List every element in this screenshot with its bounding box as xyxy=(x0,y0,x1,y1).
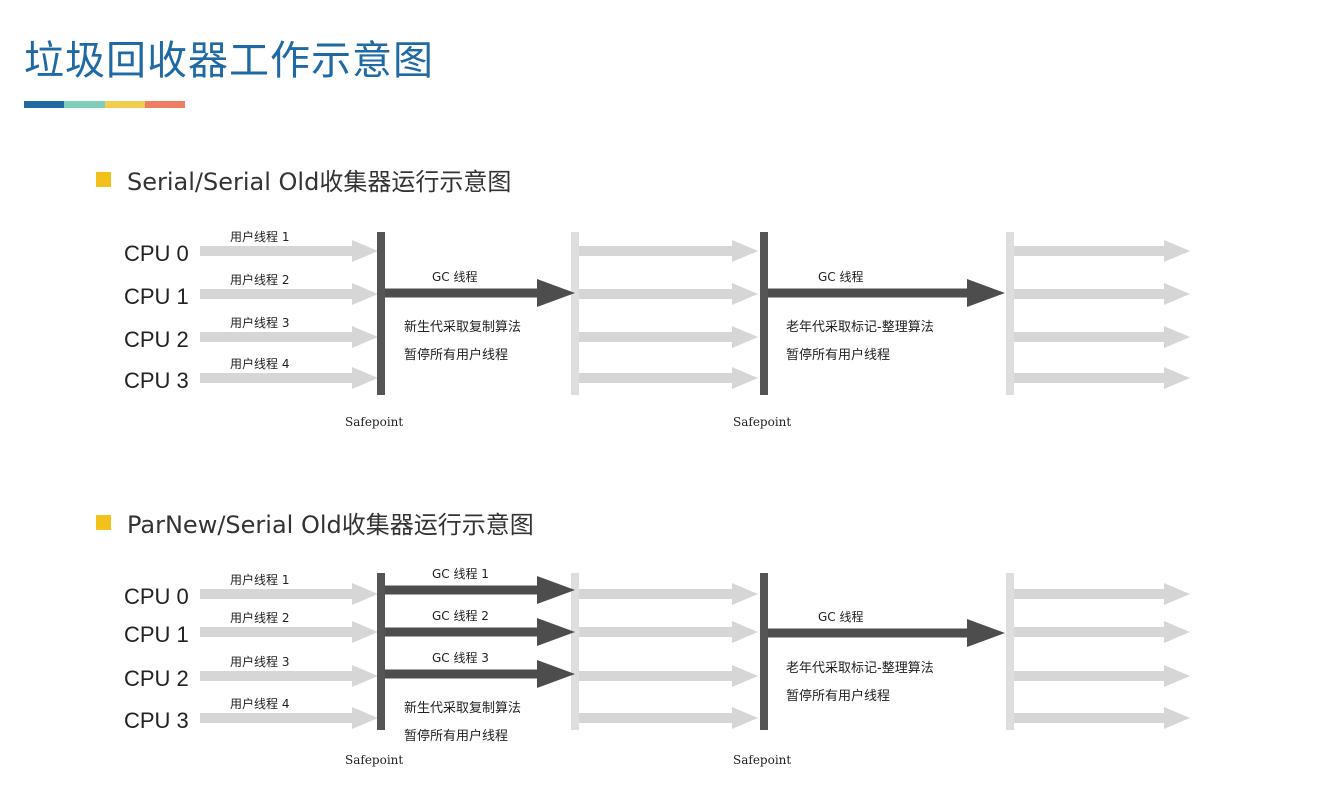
gc-thread-label: GC 线程 xyxy=(818,269,864,284)
parnew-diagram-svg: CPU 0 用户线程 1 CPU 1 用户线程 2 CPU 2 用户线程 3 CPU 3 用户… xyxy=(124,566,1190,767)
cpu-label: CPU 1 xyxy=(124,284,189,309)
accent-segment xyxy=(64,101,105,108)
phase1-note: 新生代采取复制算法 xyxy=(404,700,521,716)
serial-old-diagram: CPU 0 用户线程 1 CPU 1 用户线程 2 CPU 2 用户线程 3 CPU 3 用户… xyxy=(0,215,1327,455)
title-accent-bar xyxy=(24,101,185,108)
safepoint-label: Safepoint xyxy=(733,415,791,429)
safepoint-label: Safepoint xyxy=(345,415,403,429)
gc-thread-arrow xyxy=(385,279,575,307)
gc-thread-arrow xyxy=(385,618,575,646)
square-bullet-icon xyxy=(96,514,111,530)
safepoint-label: Safepoint xyxy=(733,753,791,767)
user-thread-arrow xyxy=(575,326,758,348)
user-thread-arrow xyxy=(1013,367,1190,389)
user-thread-arrow xyxy=(1013,621,1190,643)
section-heading-text: ParNew/Serial Old收集器运行示意图 xyxy=(127,510,534,539)
user-thread-arrow xyxy=(200,665,378,687)
cpu-label: CPU 0 xyxy=(124,241,189,266)
gc-thread-arrow xyxy=(385,576,575,604)
cpu-label: CPU 2 xyxy=(124,666,189,691)
cpu-label: CPU 3 xyxy=(124,708,189,733)
cpu-label: CPU 0 xyxy=(124,584,189,609)
phase2-note: 暂停所有用户线程 xyxy=(786,688,890,704)
user-thread-arrow xyxy=(1013,240,1190,262)
user-thread-arrow xyxy=(575,240,758,262)
page-title: 垃圾回收器工作示意图 xyxy=(24,38,434,84)
user-thread-arrow xyxy=(200,583,378,605)
user-thread-label: 用户线程 2 xyxy=(230,272,289,287)
section-heading-parnew: ParNew/Serial Old收集器运行示意图 xyxy=(96,506,534,539)
user-thread-label: 用户线程 3 xyxy=(230,315,289,330)
parnew-diagram: CPU 0 用户线程 1 CPU 1 用户线程 2 CPU 2 用户线程 3 CPU 3 用户… xyxy=(0,558,1327,798)
gc-thread-label: GC 线程 2 xyxy=(432,608,489,623)
square-bullet-icon xyxy=(96,171,111,187)
gc-thread-label: GC 线程 xyxy=(818,609,864,624)
user-thread-arrow xyxy=(575,665,758,687)
phase2-note: 老年代采取标记-整理算法 xyxy=(786,661,934,676)
cpu-label: CPU 2 xyxy=(124,327,189,352)
user-thread-arrow xyxy=(575,367,758,389)
phase2-note: 暂停所有用户线程 xyxy=(786,347,890,363)
accent-segment xyxy=(144,101,185,108)
user-thread-label: 用户线程 1 xyxy=(230,229,289,244)
gc-thread-label: GC 线程 1 xyxy=(432,566,489,581)
user-thread-arrow xyxy=(575,583,758,605)
user-thread-arrow xyxy=(200,283,378,305)
accent-segment xyxy=(24,101,65,108)
user-thread-arrow xyxy=(575,621,758,643)
user-thread-arrow xyxy=(1013,326,1190,348)
user-thread-arrow xyxy=(200,367,378,389)
user-thread-arrow xyxy=(200,326,378,348)
user-thread-arrow xyxy=(575,283,758,305)
phase1-note: 新生代采取复制算法 xyxy=(404,319,521,335)
user-thread-label: 用户线程 2 xyxy=(230,610,289,625)
user-thread-label: 用户线程 1 xyxy=(230,572,289,587)
section-heading-serial: Serial/Serial Old收集器运行示意图 xyxy=(96,163,512,196)
safepoint-label: Safepoint xyxy=(345,753,403,767)
serial-old-diagram-svg: CPU 0 用户线程 1 CPU 1 用户线程 2 CPU 2 用户线程 3 CPU 3 用户… xyxy=(124,229,1190,429)
user-thread-label: 用户线程 4 xyxy=(230,356,289,371)
gc-thread-arrow xyxy=(768,279,1005,307)
user-thread-arrow xyxy=(200,621,378,643)
user-thread-label: 用户线程 4 xyxy=(230,696,289,711)
phase1-note: 暂停所有用户线程 xyxy=(404,347,508,363)
section-heading-text: Serial/Serial Old收集器运行示意图 xyxy=(127,167,512,196)
user-thread-arrow xyxy=(1013,707,1190,729)
cpu-label: CPU 3 xyxy=(124,368,189,393)
gc-thread-arrow xyxy=(768,619,1005,647)
user-thread-arrow xyxy=(200,240,378,262)
cpu-label: CPU 1 xyxy=(124,622,189,647)
accent-segment xyxy=(104,101,145,108)
gc-thread-label: GC 线程 3 xyxy=(432,650,489,665)
user-thread-arrow xyxy=(1013,283,1190,305)
user-thread-label: 用户线程 3 xyxy=(230,654,289,669)
user-thread-arrow xyxy=(200,707,378,729)
user-thread-arrow xyxy=(575,707,758,729)
user-thread-arrow xyxy=(1013,583,1190,605)
phase1-note: 暂停所有用户线程 xyxy=(404,728,508,744)
user-thread-arrow xyxy=(1013,665,1190,687)
phase2-note: 老年代采取标记-整理算法 xyxy=(786,320,934,335)
gc-thread-arrow xyxy=(385,660,575,688)
gc-thread-label: GC 线程 xyxy=(432,269,478,284)
